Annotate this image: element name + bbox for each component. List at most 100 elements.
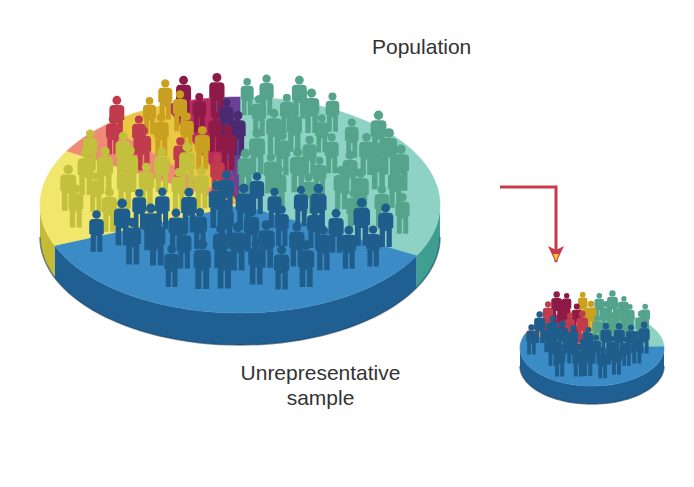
person-figure	[298, 240, 314, 287]
person-figure	[117, 164, 133, 209]
person-head	[157, 113, 166, 122]
person-head	[81, 148, 91, 158]
person-head	[135, 115, 143, 123]
person-body	[154, 122, 169, 156]
person-head	[624, 313, 630, 319]
person-head	[357, 198, 367, 208]
person-head	[628, 325, 634, 331]
person-figure	[597, 347, 608, 378]
person-head	[608, 336, 614, 342]
person-head	[550, 315, 556, 321]
person-figure	[274, 245, 289, 289]
person-body	[154, 157, 170, 192]
person-head	[603, 323, 609, 329]
person-head	[610, 312, 617, 319]
person-figure	[68, 184, 83, 227]
person-head	[384, 128, 393, 137]
person-head	[304, 173, 312, 181]
person-head	[328, 93, 336, 101]
person-figure	[125, 218, 141, 265]
person-head	[638, 310, 645, 317]
person-body	[395, 202, 409, 234]
person-body	[89, 219, 104, 252]
person-head	[553, 291, 559, 297]
person-figure	[216, 241, 233, 288]
person-head	[213, 154, 222, 163]
person-head	[396, 145, 406, 155]
person-head	[176, 137, 184, 145]
person-head	[233, 111, 242, 120]
person-head	[545, 323, 551, 329]
person-head	[603, 301, 609, 307]
person-body	[195, 135, 210, 169]
person-body	[621, 343, 631, 366]
person-figure	[388, 165, 403, 208]
person-figure	[378, 203, 393, 247]
person-head	[211, 112, 219, 120]
sample-label: Unrepresentative sample	[228, 360, 413, 410]
person-head	[582, 332, 588, 338]
person-body	[241, 86, 254, 115]
person-head	[212, 73, 221, 82]
sample-pie	[520, 290, 664, 404]
person-body	[611, 349, 622, 375]
person-body	[194, 250, 211, 289]
person-figure	[195, 126, 210, 170]
person-figure	[241, 78, 254, 115]
person-head	[180, 226, 189, 235]
person-body	[248, 248, 264, 284]
person-head	[92, 210, 101, 219]
person-head	[212, 181, 222, 191]
population-label: Population	[372, 34, 471, 59]
person-head	[293, 148, 302, 157]
person-figure	[366, 225, 380, 266]
person-figure	[526, 324, 537, 354]
person-head	[337, 166, 346, 175]
person-figure	[164, 245, 179, 287]
person-body	[554, 350, 565, 376]
person-head	[198, 126, 207, 135]
person-figure	[370, 143, 386, 189]
person-head	[545, 301, 551, 307]
person-figure	[611, 342, 622, 374]
person-head	[616, 323, 623, 330]
person-head	[221, 200, 231, 210]
person-figure	[621, 337, 631, 366]
person-head	[142, 163, 151, 172]
person-head	[71, 184, 80, 193]
person-head	[100, 147, 110, 157]
person-head	[362, 133, 371, 142]
person-body	[341, 235, 356, 269]
person-head	[183, 112, 191, 120]
person-head	[241, 149, 250, 158]
person-head	[568, 331, 575, 338]
person-body	[597, 353, 608, 378]
person-head	[196, 208, 204, 216]
person-head	[550, 335, 556, 341]
person-head	[92, 172, 100, 180]
person-figure	[248, 239, 264, 285]
person-figure	[316, 226, 331, 270]
person-head	[176, 90, 184, 98]
person-head	[369, 225, 377, 233]
person-head	[233, 222, 243, 232]
person-body	[366, 234, 380, 267]
person-figure	[89, 210, 104, 252]
person-head	[283, 94, 291, 102]
person-head	[556, 344, 563, 351]
person-head	[182, 143, 191, 152]
person-head	[195, 93, 203, 101]
person-body	[298, 250, 314, 287]
person-head	[374, 143, 384, 153]
person-head	[157, 147, 166, 156]
person-head	[161, 79, 169, 87]
person-head	[593, 335, 599, 341]
person-head	[172, 208, 181, 217]
person-head	[239, 184, 249, 194]
person-body	[68, 194, 83, 228]
person-head	[174, 168, 182, 176]
person-head	[594, 315, 600, 321]
person-head	[301, 240, 311, 250]
person-body	[316, 235, 331, 270]
person-head	[596, 293, 602, 299]
